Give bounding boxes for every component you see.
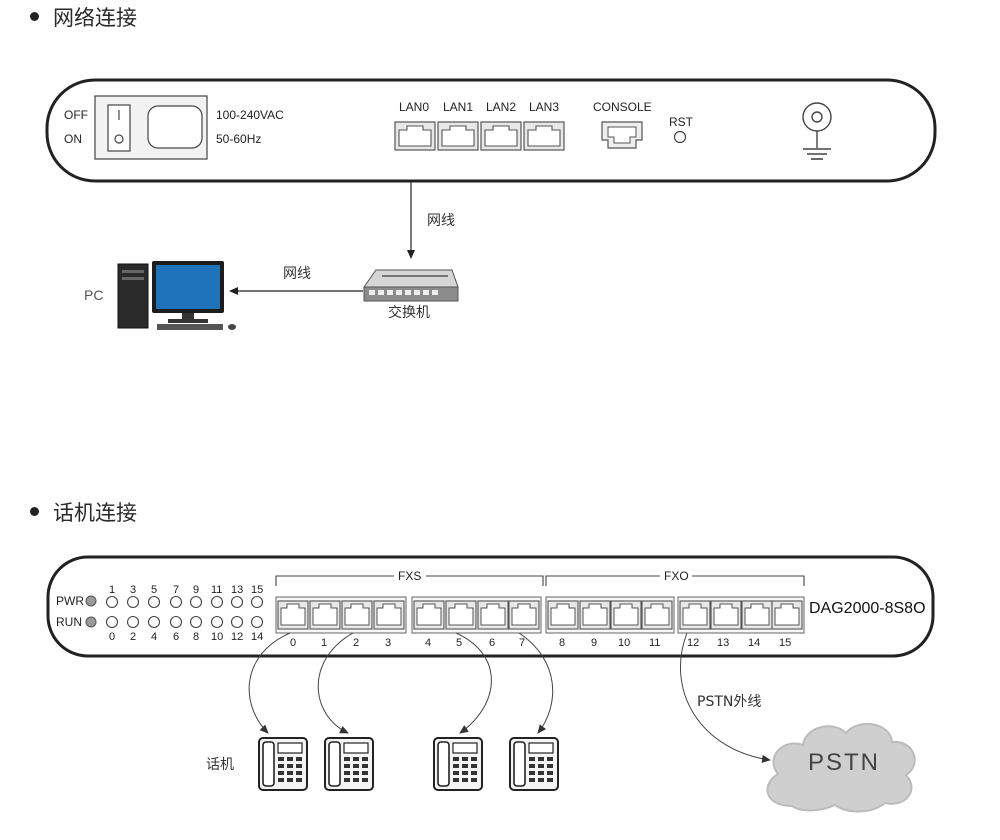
- port-number: 11: [649, 637, 660, 649]
- port-7: [508, 600, 540, 630]
- gateway-fxs-fxo-panel: PWR RUN 1 3 5 7 9 11 13 15 0 2 4 6 8 10: [46, 555, 935, 658]
- section-title-network: 网络连接: [30, 2, 137, 32]
- voltage-label: 100-240VAC: [216, 108, 284, 122]
- led-num: 1: [109, 584, 115, 596]
- led-num: 4: [151, 631, 157, 643]
- led-num: 11: [211, 584, 222, 596]
- status-leds: [105, 595, 264, 629]
- led-num: 14: [251, 631, 263, 643]
- telephone-icon: [324, 737, 374, 791]
- fxs-label: FXS: [398, 569, 421, 583]
- section-title-phone-text: 话机连接: [53, 501, 137, 525]
- port-9: [579, 600, 611, 630]
- pwr-led: [85, 595, 97, 607]
- port-number: 5: [456, 637, 462, 649]
- port-number: 8: [559, 637, 565, 649]
- frequency-label: 50-60Hz: [216, 132, 261, 146]
- run-label: RUN: [56, 615, 82, 629]
- section-title-network-text: 网络连接: [53, 6, 137, 30]
- led-num: 9: [193, 584, 199, 596]
- phone-cables: [248, 632, 771, 763]
- lan0-label: LAN0: [399, 100, 429, 114]
- gateway-front-panel: OFF ON 100-240VAC 50-60Hz LAN0 LAN1 LAN2…: [45, 78, 937, 183]
- pstn-cloud-label: PSTN: [808, 749, 880, 776]
- port-number: 15: [779, 637, 791, 649]
- console-port: [601, 121, 643, 149]
- led-num: 12: [231, 631, 243, 643]
- port-number: 6: [489, 637, 495, 649]
- reset-button: [673, 130, 687, 144]
- lan1-port: [437, 121, 479, 151]
- port-3: [373, 600, 405, 630]
- port-11: [641, 600, 673, 630]
- lan1-label: LAN1: [443, 100, 473, 114]
- port-5: [445, 600, 477, 630]
- port-number: 1: [321, 637, 327, 649]
- lan0-port: [394, 121, 436, 151]
- lan2-port: [480, 121, 522, 151]
- led-num: 8: [193, 631, 199, 643]
- led-num: 6: [173, 631, 179, 643]
- telephone-icon: [258, 737, 308, 791]
- telephone-icon: [509, 737, 559, 791]
- port-number: 7: [519, 637, 525, 649]
- led-num: 7: [173, 584, 179, 596]
- led-num: 3: [130, 584, 136, 596]
- led-num: 2: [130, 631, 136, 643]
- port-number: 13: [717, 637, 729, 649]
- switch-label: 交换机: [388, 304, 430, 321]
- port-14: [741, 600, 773, 630]
- device-model-label: DAG2000-8S8O: [809, 600, 926, 617]
- port-number: 14: [748, 637, 760, 649]
- power-socket: [147, 105, 203, 149]
- phone-label: 话机: [206, 757, 234, 773]
- port-15: [771, 600, 803, 630]
- ground-terminal-icon: [802, 102, 832, 160]
- port-number: 12: [687, 637, 699, 649]
- port-6: [477, 600, 509, 630]
- port-0: [277, 600, 309, 630]
- port-number: 0: [290, 637, 296, 649]
- run-led: [85, 616, 97, 628]
- led-num: 10: [211, 631, 223, 643]
- pc-icon: [117, 261, 236, 330]
- power-on-label: ON: [64, 132, 82, 146]
- port-2: [341, 600, 373, 630]
- cable-label-1: 网线: [427, 213, 455, 229]
- led-num: 13: [231, 584, 243, 596]
- port-4: [413, 600, 445, 630]
- fxo-label: FXO: [664, 569, 689, 583]
- pwr-label: PWR: [56, 594, 84, 608]
- section-title-phone: 话机连接: [30, 497, 137, 527]
- led-num: 15: [251, 584, 263, 596]
- led-num: 0: [109, 631, 115, 643]
- pc-label: PC: [84, 287, 103, 303]
- port-number: 4: [425, 637, 431, 649]
- port-8: [547, 600, 579, 630]
- power-switch: [107, 104, 131, 152]
- pstn-line-label: PSTN外线: [697, 694, 761, 710]
- lan3-port: [523, 121, 565, 151]
- port-10: [610, 600, 642, 630]
- lan2-label: LAN2: [486, 100, 516, 114]
- telephone-icon: [433, 737, 483, 791]
- port-number: 9: [591, 637, 597, 649]
- bullet-icon: [30, 506, 39, 516]
- port-13: [710, 600, 742, 630]
- lan3-label: LAN3: [529, 100, 559, 114]
- port-number: 2: [353, 637, 359, 649]
- bullet-icon: [30, 11, 39, 21]
- switch-icon: [363, 269, 459, 302]
- port-number: 3: [385, 637, 391, 649]
- port-12: [679, 600, 711, 630]
- port-1: [309, 600, 341, 630]
- led-num: 5: [151, 584, 157, 596]
- port-number: 10: [618, 637, 630, 649]
- cable-label-2: 网线: [283, 266, 311, 282]
- pstn-cloud-icon: [766, 722, 916, 813]
- power-off-label: OFF: [64, 108, 88, 122]
- console-label: CONSOLE: [593, 100, 652, 114]
- rst-label: RST: [669, 115, 694, 129]
